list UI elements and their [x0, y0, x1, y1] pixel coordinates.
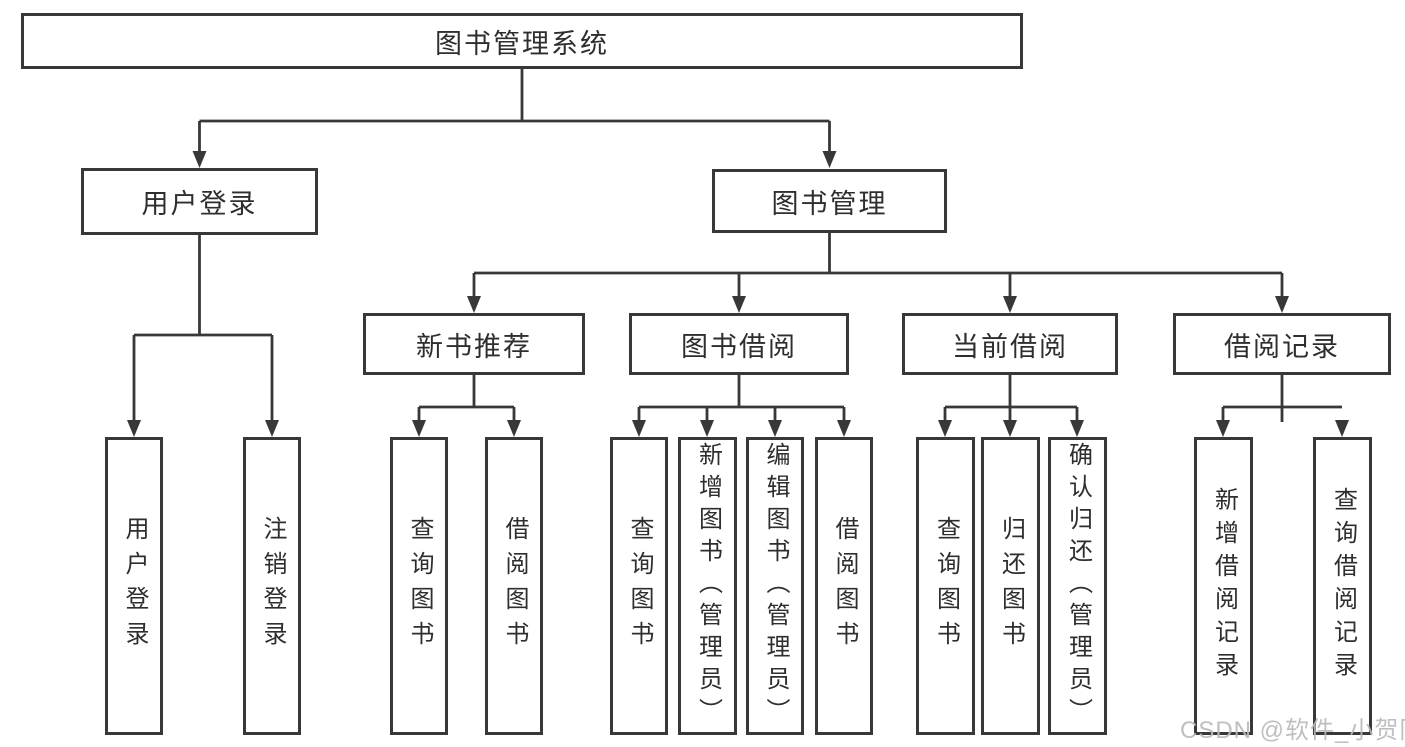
leaf-return-books: 归还图书 — [981, 437, 1040, 735]
csdn-watermark: CSDN @软件_小贺同学 — [1180, 717, 1405, 744]
leaf-edit-books-admin: 编辑图书（管理员） — [746, 437, 804, 735]
leaf-query-books-recommend: 查询图书 — [390, 437, 448, 735]
node-current-borrowing: 当前借阅 — [902, 313, 1118, 375]
leaf-add-borrow-record: 新增借阅记录 — [1194, 437, 1253, 735]
leaf-logout-login: 注销登录 — [243, 437, 301, 735]
node-book-borrowing: 图书借阅 — [629, 313, 849, 375]
leaf-query-books-borrowing: 查询图书 — [610, 437, 668, 735]
node-borrowing-records: 借阅记录 — [1173, 313, 1391, 375]
leaf-query-borrow-record: 查询借阅记录 — [1313, 437, 1372, 735]
leaf-borrow-books-borrowing: 借阅图书 — [815, 437, 873, 735]
leaf-confirm-return-admin: 确认归还（管理员） — [1048, 437, 1107, 735]
root-node-library-management-system: 图书管理系统 — [21, 13, 1023, 69]
leaf-user-login: 用户登录 — [105, 437, 163, 735]
leaf-query-books-current: 查询图书 — [916, 437, 975, 735]
node-new-book-recommendation: 新书推荐 — [363, 313, 585, 375]
leaf-add-books-admin: 新增图书（管理员） — [678, 437, 737, 735]
node-book-management: 图书管理 — [712, 169, 947, 233]
leaf-borrow-books-recommend: 借阅图书 — [485, 437, 543, 735]
node-user-login: 用户登录 — [81, 168, 318, 235]
